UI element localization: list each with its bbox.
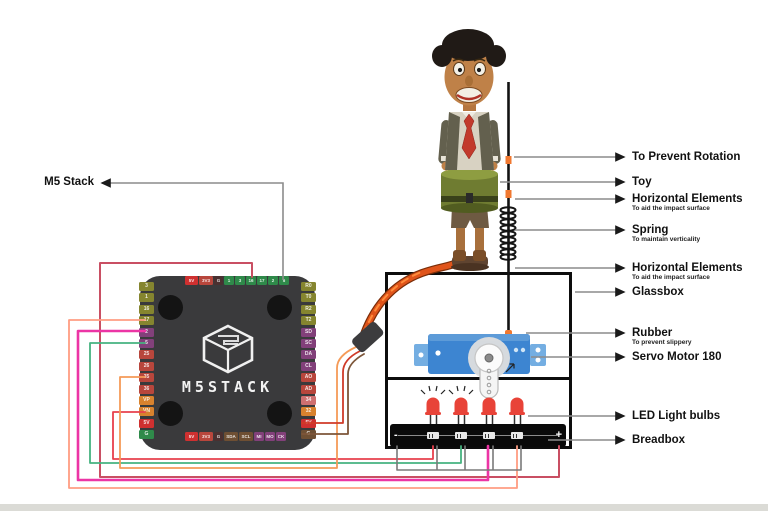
pin-top-5: 5 [279, 276, 289, 285]
glassbox-shelf [388, 377, 569, 380]
breadboard-pin-tab [483, 432, 495, 439]
pin-left-2: 2 [139, 327, 154, 337]
m5stack-logo-icon [202, 324, 254, 374]
pin-left-17: 17 [139, 316, 154, 326]
pin-right-T2: T2 [301, 316, 316, 326]
callout-m5stack: M5 Stack [44, 176, 94, 188]
m5stack-brand-text: M5STACK [181, 378, 274, 396]
device-button [158, 295, 183, 320]
pin-bottom-MO: MO [265, 432, 275, 441]
rod-marker [505, 190, 512, 198]
m5stack-device: M5STACK [140, 276, 315, 450]
breadboard-pin-tab [427, 432, 439, 439]
pin-bottom-SDA: SDA [224, 432, 238, 441]
callout-horizontal-elements-2: Horizontal Elements To aid the impact su… [632, 262, 743, 281]
rod-marker [505, 156, 512, 164]
callout-spring: Spring To maintain verticality [632, 224, 701, 243]
device-button [267, 401, 292, 426]
device-button [267, 295, 292, 320]
pin-top-1: 1 [224, 276, 234, 285]
pin-top-3: 3 [235, 276, 245, 285]
toy-figure [432, 29, 506, 271]
device-button [158, 401, 183, 426]
pin-bottom-CK: CK [276, 432, 286, 441]
callout-to-prevent-rotation: To Prevent Rotation [632, 151, 741, 163]
pin-top-16: 16 [246, 276, 256, 285]
callout-led-light-bulbs: LED Light bulbs [632, 410, 721, 422]
pin-left-16: 16 [139, 304, 154, 314]
callout-servo-motor: Servo Motor 180 [632, 351, 722, 363]
pin-top-3V3: 3V3 [199, 276, 213, 285]
breadboard-pin-tab [455, 432, 467, 439]
pin-left-5V: 5V [139, 418, 154, 428]
pin-left-26: 26 [139, 361, 154, 371]
pin-bottom-SCL: SCL [239, 432, 253, 441]
breadboard: - + [390, 424, 566, 447]
pin-left-36: 36 [139, 384, 154, 394]
pin-bottom-MI: MI [254, 432, 264, 441]
pin-left-3: 3 [139, 282, 154, 291]
pin-right-R0: R0 [301, 282, 316, 291]
pin-bottom-3V3: 3V3 [199, 432, 213, 441]
pin-left-1: 1 [139, 293, 154, 303]
spring [499, 206, 517, 261]
pin-bottom-G: G [214, 432, 223, 441]
pin-left-VN: VN [139, 407, 154, 417]
pin-right-SD: SD [301, 327, 316, 337]
pin-right-34: 34 [301, 396, 316, 405]
breadboard-minus-terminal: - [394, 429, 398, 441]
wire-ground-bus [396, 445, 522, 471]
servo-cable-connector [352, 321, 384, 353]
callout-glassbox: Glassbox [632, 286, 684, 298]
pin-right-32: 32 [301, 407, 316, 417]
pin-right-SC: SC [301, 339, 316, 348]
pin-left-VP: VP [139, 396, 154, 405]
breadboard-plus-terminal: + [555, 429, 562, 441]
pin-top-2: 2 [268, 276, 278, 285]
pin-top-5V: 5V [185, 276, 198, 285]
pin-right-G: G [301, 430, 316, 440]
pin-left-5: 5 [139, 339, 154, 348]
pin-left-25: 25 [139, 350, 154, 360]
glassbox [385, 272, 572, 449]
callout-rubber: Rubber To prevent slippery [632, 327, 692, 346]
pin-right-DA: DA [301, 350, 316, 360]
callout-breadbox: Breadbox [632, 434, 686, 446]
pin-left-35: 35 [139, 373, 154, 383]
breadboard-rail [398, 435, 558, 436]
pin-top-17: 17 [257, 276, 267, 285]
pin-right-R2: R2 [301, 304, 316, 314]
pin-top-G: G [214, 276, 223, 285]
pin-right-T0: T0 [301, 293, 316, 303]
pin-right-5V: 5V [301, 418, 316, 428]
pin-right-AO: AO [301, 373, 316, 383]
pin-left-G: G [139, 430, 154, 440]
callout-horizontal-elements-1: Horizontal Elements To aid the impact su… [632, 193, 743, 212]
photo-edge-strip [0, 504, 768, 511]
breadboard-pin-tab [511, 432, 523, 439]
callout-toy: Toy [632, 176, 652, 188]
pin-bottom-5V: 5V [185, 432, 198, 441]
pin-right-CL: CL [301, 361, 316, 371]
pin-right-AD: AD [301, 384, 316, 394]
